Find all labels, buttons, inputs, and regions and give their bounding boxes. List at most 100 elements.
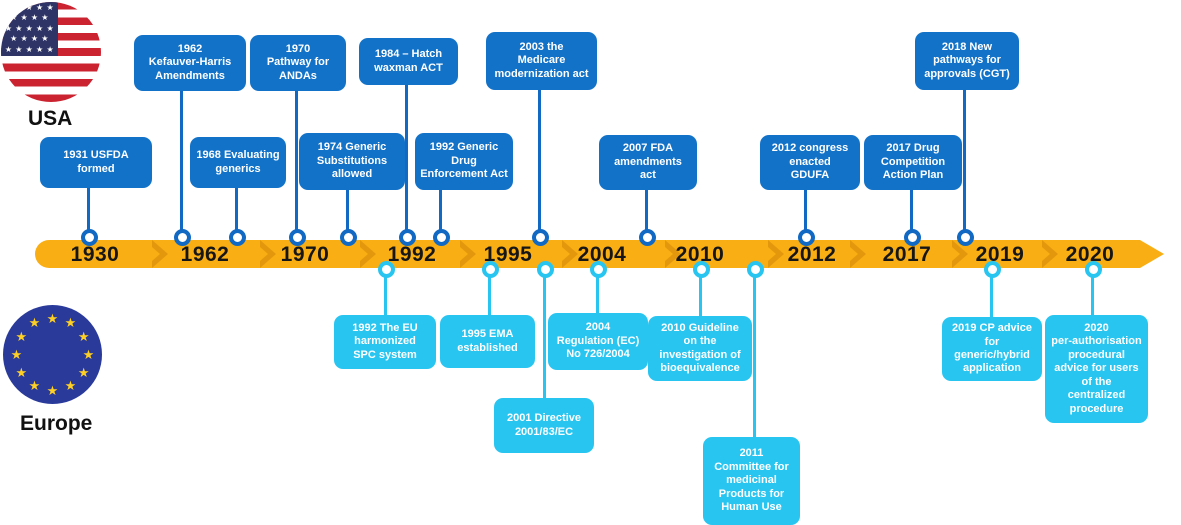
eu-event-stem xyxy=(1091,277,1094,315)
usa-event-stem xyxy=(538,90,541,230)
eu-event-marker xyxy=(482,261,499,278)
eu-event-box: 2020 per-authorisation procedural advice… xyxy=(1045,315,1148,423)
year-label: 1992 xyxy=(387,243,437,266)
eu-star-icon: ★ xyxy=(64,315,77,331)
usa-event-stem xyxy=(87,188,90,231)
usa-event-box: 2017 Drug Competition Action Plan xyxy=(864,135,962,190)
usa-event-marker xyxy=(399,229,416,246)
eu-event-box: 1992 The EU harmonized SPC system xyxy=(334,315,436,369)
usa-event-box: 1992 Generic Drug Enforcement Act xyxy=(415,133,513,190)
usa-label: USA xyxy=(28,107,73,130)
year-label: 2012 xyxy=(787,243,837,266)
eu-event-box: 2001 Directive 2001/83/EC xyxy=(494,398,594,453)
usa-event-box: 1974 Generic Substitutions allowed xyxy=(299,133,405,190)
usa-event-stem xyxy=(295,91,298,230)
usa-event-box: 2012 congress enacted GDUFA xyxy=(760,135,860,190)
usa-event-box: 2018 New pathways for approvals (CGT) xyxy=(915,32,1019,90)
usa-event-marker xyxy=(532,229,549,246)
year-label: 1995 xyxy=(483,243,533,266)
eu-event-marker xyxy=(378,261,395,278)
year-label: 2019 xyxy=(975,243,1025,266)
eu-star-icon: ★ xyxy=(28,377,41,393)
usa-flag-canton: ★ ★ ★ ★ ★ ★ ★ ★ ★ ★ ★ ★ ★ ★ ★ ★ ★ ★ ★ ★ … xyxy=(1,2,58,56)
eu-event-box: 2019 CP advice for generic/hybrid applic… xyxy=(942,317,1042,381)
usa-event-stem xyxy=(439,190,442,230)
eu-event-marker xyxy=(590,261,607,278)
usa-event-box: 2007 FDA amendments act xyxy=(599,135,697,190)
usa-event-stem xyxy=(235,188,238,230)
year-label: 1970 xyxy=(280,243,330,266)
usa-event-marker xyxy=(174,229,191,246)
usa-event-box: 1984 – Hatch waxman ACT xyxy=(359,38,458,85)
timeline-arrow-icon xyxy=(1140,240,1164,268)
usa-flag-stars: ★ ★ ★ ★ ★ ★ ★ ★ ★ ★ ★ ★ ★ ★ ★ ★ ★ ★ ★ ★ … xyxy=(4,3,55,54)
eu-event-marker xyxy=(1085,261,1102,278)
eu-star-icon: ★ xyxy=(46,382,59,398)
usa-event-box: 1931 USFDA formed xyxy=(40,137,152,188)
usa-event-box: 1970 Pathway for ANDAs xyxy=(250,35,346,91)
usa-event-stem xyxy=(645,190,648,230)
usa-event-marker xyxy=(433,229,450,246)
usa-event-marker xyxy=(957,229,974,246)
year-label: 1962 xyxy=(180,243,230,266)
usa-event-marker xyxy=(798,229,815,246)
year-label: 2020 xyxy=(1065,243,1115,266)
europe-label: Europe xyxy=(20,412,93,435)
eu-star-icon: ★ xyxy=(64,377,77,393)
eu-star-icon: ★ xyxy=(15,364,28,380)
usa-event-stem xyxy=(180,91,183,230)
usa-event-box: 1968 Evaluating generics xyxy=(190,137,286,188)
usa-event-marker xyxy=(229,229,246,246)
eu-star-icon: ★ xyxy=(77,328,90,344)
timeline-chevron-icon xyxy=(352,240,384,268)
eu-event-stem xyxy=(753,277,756,437)
timeline-chevron-icon xyxy=(144,240,176,268)
usa-event-stem xyxy=(963,90,966,230)
usa-event-stem xyxy=(346,190,349,230)
usa-event-stem xyxy=(910,190,913,230)
eu-event-box: 2004 Regulation (EC) No 726/2004 xyxy=(548,313,648,370)
eu-event-stem xyxy=(543,277,546,398)
eu-event-stem xyxy=(596,277,599,313)
eu-event-box: 2011 Committee for medicinal Products fo… xyxy=(703,437,800,525)
eu-star-icon: ★ xyxy=(77,364,90,380)
eu-event-marker xyxy=(693,261,710,278)
timeline-chevron-icon xyxy=(657,240,689,268)
eu-star-icon: ★ xyxy=(28,315,41,331)
usa-event-stem xyxy=(804,190,807,230)
usa-event-marker xyxy=(639,229,656,246)
eu-flag-icon: ★★★★★★★★★★★★ xyxy=(3,305,102,404)
usa-event-marker xyxy=(289,229,306,246)
timeline-chevron-icon xyxy=(944,240,976,268)
year-label: 2017 xyxy=(882,243,932,266)
eu-star-icon: ★ xyxy=(82,346,95,362)
usa-event-box: 1962 Kefauver-Harris Amendments xyxy=(134,35,246,91)
eu-event-marker xyxy=(747,261,764,278)
eu-event-box: 2010 Guideline on the investigation of b… xyxy=(648,316,752,381)
eu-event-stem xyxy=(990,277,993,317)
timeline-chevron-icon xyxy=(554,240,586,268)
usa-event-marker xyxy=(904,229,921,246)
timeline-chevron-icon xyxy=(252,240,284,268)
usa-event-marker xyxy=(340,229,357,246)
timeline-chevron-icon xyxy=(1034,240,1066,268)
eu-event-stem xyxy=(488,277,491,315)
timeline-chevron-icon xyxy=(760,240,792,268)
usa-event-stem xyxy=(405,85,408,230)
eu-event-stem xyxy=(384,277,387,315)
year-label: 2010 xyxy=(675,243,725,266)
eu-star-icon: ★ xyxy=(15,328,28,344)
eu-star-icon: ★ xyxy=(46,310,59,326)
usa-event-box: 2003 the Medicare modernization act xyxy=(486,32,597,90)
usa-flag-icon: ★ ★ ★ ★ ★ ★ ★ ★ ★ ★ ★ ★ ★ ★ ★ ★ ★ ★ ★ ★ … xyxy=(1,2,101,102)
eu-event-box: 1995 EMA established xyxy=(440,315,535,368)
eu-star-icon: ★ xyxy=(10,346,23,362)
eu-event-marker xyxy=(984,261,1001,278)
eu-event-marker xyxy=(537,261,554,278)
eu-event-stem xyxy=(699,277,702,316)
timeline-chevron-icon xyxy=(842,240,874,268)
year-label: 1930 xyxy=(70,243,120,266)
timeline-chevron-icon xyxy=(452,240,484,268)
year-label: 2004 xyxy=(577,243,627,266)
